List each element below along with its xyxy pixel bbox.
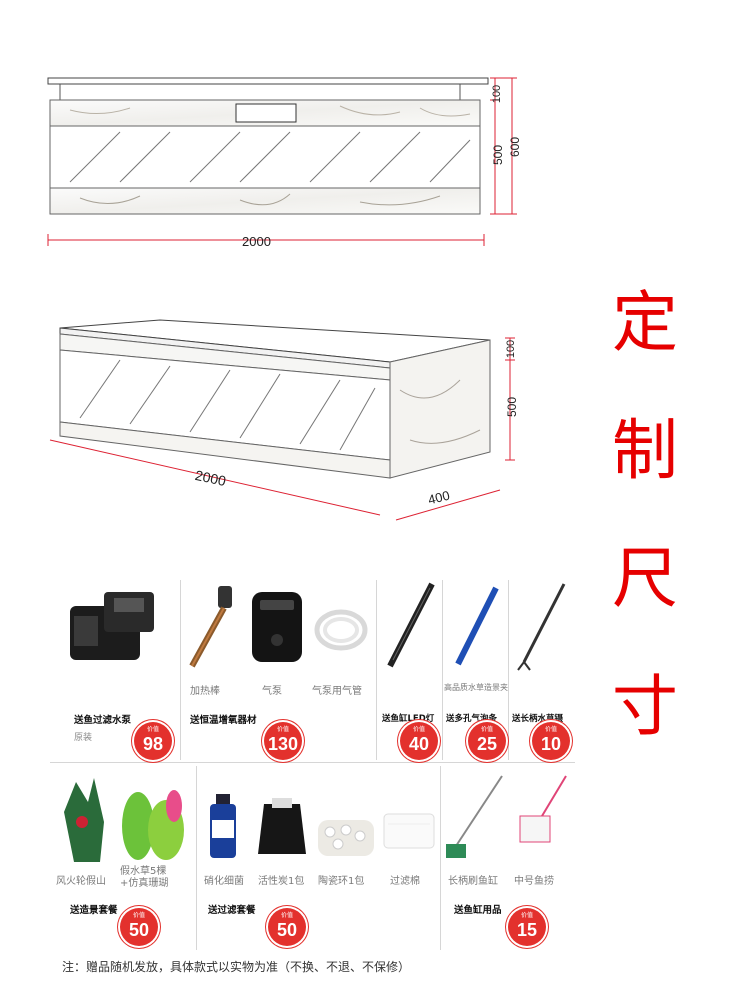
gift-title: 送鱼缸LED灯 bbox=[382, 714, 435, 724]
gift-title: 送鱼过滤水泵 bbox=[74, 715, 132, 726]
ceramic-ring-image bbox=[318, 820, 374, 856]
tweezers-image bbox=[517, 583, 566, 671]
air-pump-image bbox=[252, 592, 302, 662]
item-label: 风火轮假山 bbox=[56, 876, 106, 887]
front-top-height-label: 100 bbox=[491, 84, 504, 104]
item-label: 中号鱼捞 bbox=[514, 876, 554, 887]
title-char-3: 尺 bbox=[612, 540, 678, 617]
item-label: 气泵 bbox=[262, 686, 282, 697]
item-label: 硝化细菌 bbox=[204, 876, 244, 887]
gift-note: 原装 bbox=[74, 733, 93, 743]
airstone-image bbox=[455, 586, 499, 666]
item-label: 陶瓷环1包 bbox=[318, 876, 365, 887]
perspective-view-drawing bbox=[49, 319, 515, 521]
front-total-height-label: 600 bbox=[508, 136, 523, 158]
divider bbox=[440, 766, 441, 950]
divider bbox=[442, 580, 443, 760]
front-view-drawing bbox=[47, 77, 517, 246]
title-char-4: 寸 bbox=[612, 668, 678, 745]
air-tube-image bbox=[314, 609, 368, 651]
gift-title: 送鱼缸用品 bbox=[454, 905, 502, 916]
item-label: 活性炭1包 bbox=[258, 876, 305, 887]
gift-title: 送恒温增氧器材 bbox=[190, 715, 257, 726]
divider bbox=[196, 766, 197, 950]
heater-image bbox=[189, 586, 232, 668]
item-label: 加热棒 bbox=[190, 686, 220, 697]
divider bbox=[376, 580, 377, 760]
footer-note: 注：赠品随机发放，具体款式以实物为准（不换、不退、不保修） bbox=[62, 960, 411, 974]
divider bbox=[180, 580, 181, 760]
led-light-image bbox=[387, 582, 435, 668]
bacteria-bottle-image bbox=[210, 794, 236, 858]
gift-title: 送长柄水草镊 bbox=[512, 714, 564, 724]
gift-title: 送多孔气泡条 bbox=[446, 714, 498, 724]
item-label: 假水草5棵 +仿真珊瑚 bbox=[120, 866, 169, 889]
rockery-image bbox=[64, 778, 104, 862]
item-label: 过滤棉 bbox=[390, 876, 420, 887]
item-label: 高品质水草造景夹 bbox=[444, 683, 508, 692]
gift-title: 送造景套餐 bbox=[70, 905, 118, 916]
brush-image bbox=[446, 775, 503, 858]
fish-net-image bbox=[519, 775, 567, 843]
title-char-1: 定 bbox=[612, 284, 678, 361]
title-char-2: 制 bbox=[612, 412, 678, 489]
filter-pump-image bbox=[70, 592, 154, 660]
front-glass-height-label: 500 bbox=[491, 144, 506, 166]
plants-image bbox=[122, 790, 184, 860]
filter-cotton-image bbox=[383, 813, 435, 849]
divider bbox=[50, 762, 575, 763]
perspective-glass-height-label: 500 bbox=[505, 396, 520, 418]
item-label: 长柄刷鱼缸 bbox=[448, 876, 498, 887]
item-label: 气泵用气管 bbox=[312, 686, 362, 697]
gift-title: 送过滤套餐 bbox=[208, 905, 256, 916]
divider bbox=[508, 580, 509, 760]
front-width-label: 2000 bbox=[242, 234, 271, 249]
perspective-top-height-label: 100 bbox=[505, 339, 518, 359]
carbon-bag-image bbox=[258, 798, 306, 854]
